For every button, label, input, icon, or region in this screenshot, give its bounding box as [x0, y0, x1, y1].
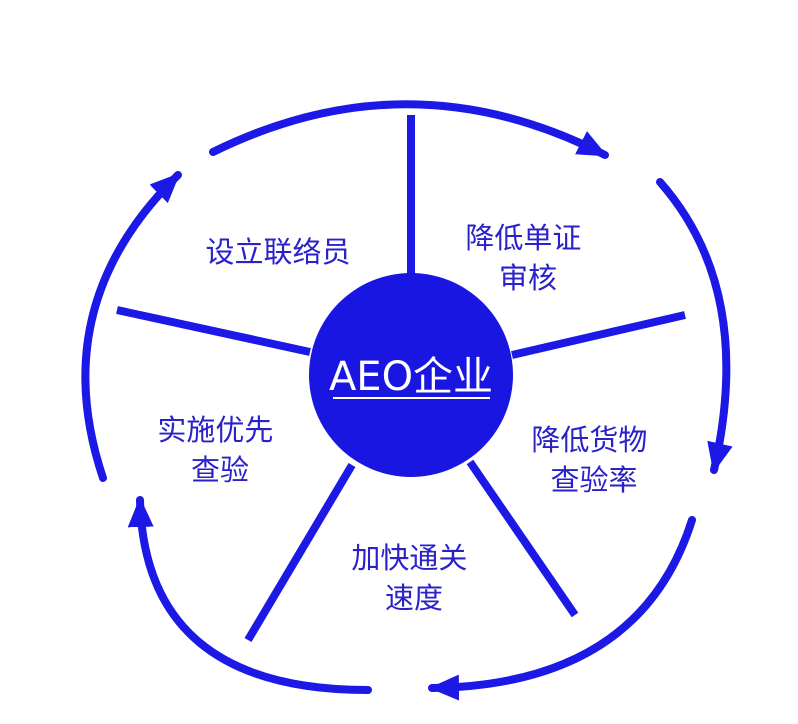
segment-liaison-officer: 设立联络员	[205, 235, 350, 269]
segment-line: 查验	[191, 453, 249, 487]
segment-line: 审核	[499, 261, 557, 295]
segment-line: 降低单证	[465, 221, 581, 255]
arrow-bottom-left	[127, 496, 372, 694]
spoke-left	[116, 306, 311, 356]
spoke-right	[511, 311, 686, 359]
center-circle	[309, 273, 513, 477]
cycle-arrows	[81, 100, 733, 701]
segment-line: 降低货物	[531, 423, 647, 457]
segment-line: 速度	[385, 581, 443, 615]
segment-line: 实施优先	[157, 413, 273, 447]
segment-reduce-document-review: 降低单证 审核	[465, 221, 590, 295]
segment-line: 加快通关	[351, 541, 467, 575]
segment-line: 设立联络员	[205, 235, 350, 269]
arrow-bottom-right	[428, 516, 696, 701]
segment-priority-inspection: 实施优先 查验	[157, 413, 282, 487]
arrow-top	[209, 100, 609, 159]
segment-faster-clearance: 加快通关 速度	[351, 541, 476, 615]
spoke-bottom-left	[244, 462, 356, 643]
segment-line: 查验率	[550, 463, 637, 497]
spoke-bottom-right	[466, 459, 579, 618]
segment-reduce-inspection-rate: 降低货物 查验率	[531, 423, 656, 497]
spokes	[116, 115, 686, 643]
center-label: AEO企业	[329, 354, 493, 400]
segment-labels: 降低单证 审核 降低货物 查验率 加快通关 速度 实施优先 查验 设立联络员	[157, 221, 656, 615]
arrow-left	[81, 171, 182, 482]
arrow-right	[656, 178, 733, 474]
